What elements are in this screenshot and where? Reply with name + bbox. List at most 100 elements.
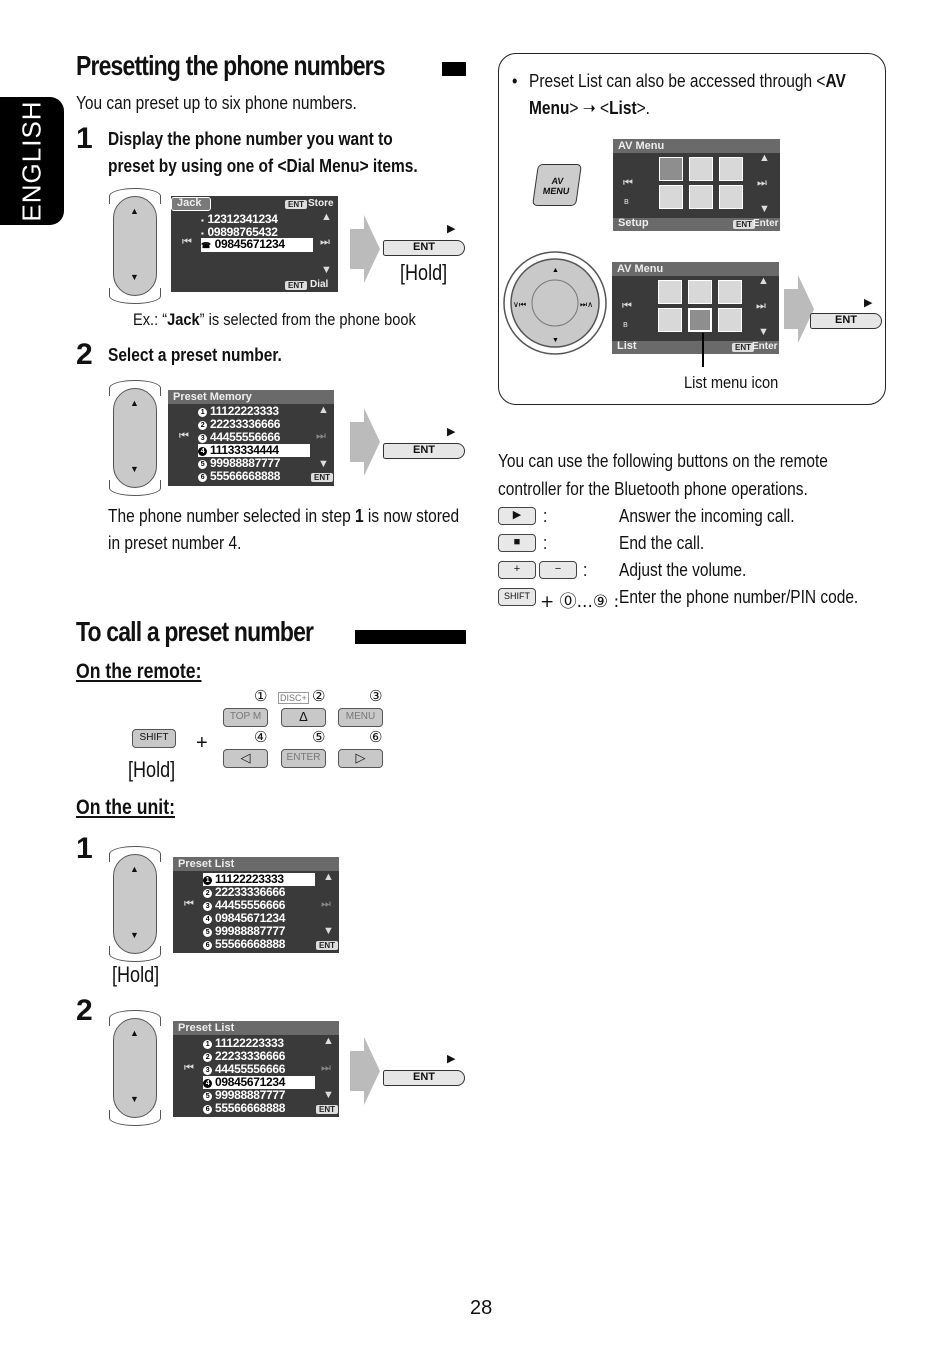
step2-text: Select a preset number. (108, 345, 282, 365)
answer-call-desc: Answer the incoming call. (619, 506, 795, 526)
section-title-presetting: Presetting the phone numbers (76, 50, 386, 81)
prev-icon: ⏮ (182, 236, 192, 248)
list-icon (688, 308, 712, 332)
page-number: 28 (470, 1297, 493, 1319)
stored-text-line1: The phone number selected in step 1 is n… (108, 506, 460, 526)
up-key[interactable]: Δ (281, 708, 326, 727)
remote-intro-line1: You can use the following buttons on the… (498, 451, 828, 471)
arrow-right-icon (350, 408, 380, 476)
sound-icon (718, 280, 742, 304)
on-unit-heading: On the unit: (76, 796, 175, 819)
av-menu-screen-list: AV Menu ▲ ⏮ ⏭ ʙ ▼ List ENT Enter (612, 262, 779, 354)
next-icon: ⏭ (316, 430, 326, 442)
knob-down-icon: ▼ (130, 464, 139, 474)
sound-icon (719, 157, 743, 181)
example-caption: Ex.: “Jack” is selected from the phone b… (133, 310, 416, 329)
av-note-line1: Preset List can also be accessed through… (529, 71, 846, 91)
step1-line2: preset by using one of <Dial Menu> items… (108, 156, 418, 176)
bullet: • (512, 71, 518, 91)
svg-text:⏭∧: ⏭∧ (580, 300, 593, 309)
phone-row: ▪09898765432 (201, 225, 278, 239)
dial-menu-screen: Jack ENT Store ▲ ▪12312341234 ▪098987654… (171, 196, 338, 292)
enter-key[interactable]: ENTER (281, 749, 326, 768)
remote-intro-line2: controller for the Bluetooth phone opera… (498, 479, 808, 499)
press-indicator-icon: ▶ (447, 223, 456, 235)
stored-text-line2: in preset number 4. (108, 533, 242, 553)
unit-step-2: 2 (76, 994, 93, 1027)
control-knob[interactable]: ▲▼ (109, 1010, 161, 1126)
control-dial[interactable]: ▲ ▼ ∨⏮ ⏭∧ (502, 250, 608, 356)
callout-line (702, 333, 704, 367)
svg-text:▲: ▲ (552, 267, 559, 274)
disc-label: DISC+ (278, 692, 309, 704)
shift-key[interactable]: SHIFT (132, 729, 176, 748)
ent-button[interactable]: ENT (383, 240, 465, 256)
setup-icon (658, 280, 682, 304)
step-number-2: 2 (76, 338, 93, 371)
store-label: Store (308, 198, 334, 209)
phone-row-selected: ☎09845671234 (201, 238, 313, 252)
enter-number-desc: Enter the phone number/PIN code. (619, 587, 859, 607)
menu-key[interactable]: MENU (338, 708, 383, 727)
setup-label: Setup (618, 217, 649, 229)
hold-label: [Hold] (112, 962, 160, 987)
control-knob[interactable]: ▲▼ (109, 380, 161, 496)
play-key[interactable]: ▶ (498, 507, 536, 525)
top-m-key[interactable]: TOP M (223, 708, 268, 727)
ent-button[interactable]: ENT (383, 443, 465, 459)
intro-text: You can preset up to six phone numbers. (76, 93, 357, 113)
unit-step-1: 1 (76, 832, 93, 865)
step-number-1: 1 (76, 122, 93, 155)
title-bar (442, 62, 466, 76)
clock-icon (658, 308, 682, 332)
language-tab: ENGLISH (0, 97, 64, 225)
list-menu-icon-caption: List menu icon (684, 373, 779, 392)
stop-key[interactable]: ■ (498, 534, 536, 552)
av-menu-note-box (498, 53, 886, 405)
press-indicator-icon: ▶ (447, 426, 456, 438)
svg-text:▼: ▼ (552, 337, 559, 344)
dial-label: Dial (310, 279, 329, 290)
ent-button[interactable]: ENT (810, 313, 882, 329)
title-bar (355, 630, 466, 644)
plus-sign: + (196, 732, 208, 754)
on-remote-heading: On the remote: (76, 660, 202, 683)
bluetooth-icon (719, 185, 743, 209)
right-key[interactable]: ▷ (338, 749, 383, 768)
volume-up-key[interactable]: + (498, 561, 536, 579)
end-call-desc: End the call. (619, 533, 705, 553)
list-label: List (617, 340, 637, 352)
volume-down-key[interactable]: − (539, 561, 577, 579)
next-icon: ⏭ (320, 236, 330, 248)
contact-name: Jack (177, 197, 202, 209)
phone-row: ▪12312341234 (201, 212, 278, 226)
control-knob[interactable]: ▲ ▼ (109, 188, 161, 304)
ent-button[interactable]: ENT (383, 1070, 465, 1086)
language-tab-label: ENGLISH (16, 100, 47, 222)
setup-icon (659, 157, 683, 181)
arrow-right-icon (784, 275, 814, 343)
left-key[interactable]: ◁ (223, 749, 268, 768)
arrow-right-icon (350, 1037, 380, 1105)
av-menu-screen-setup: AV Menu ▲ ⏮ ⏭ ʙ ▼ Setup ENT Enter (613, 139, 780, 231)
knob-down-icon: ▼ (130, 272, 139, 282)
control-knob[interactable]: ▲▼ (109, 846, 161, 962)
screen-title: Preset Memory (173, 391, 252, 403)
hold-label: [Hold] (128, 757, 176, 782)
svg-text:∨⏮: ∨⏮ (513, 300, 526, 309)
shift-key[interactable]: SHIFT (498, 588, 536, 606)
arrow-right-icon (350, 215, 380, 283)
equalizer-icon (689, 157, 713, 181)
adjust-volume-desc: Adjust the volume. (619, 560, 747, 580)
step1-line1: Display the phone number you want to (108, 129, 393, 149)
section-title-call-preset: To call a preset number (76, 616, 314, 647)
